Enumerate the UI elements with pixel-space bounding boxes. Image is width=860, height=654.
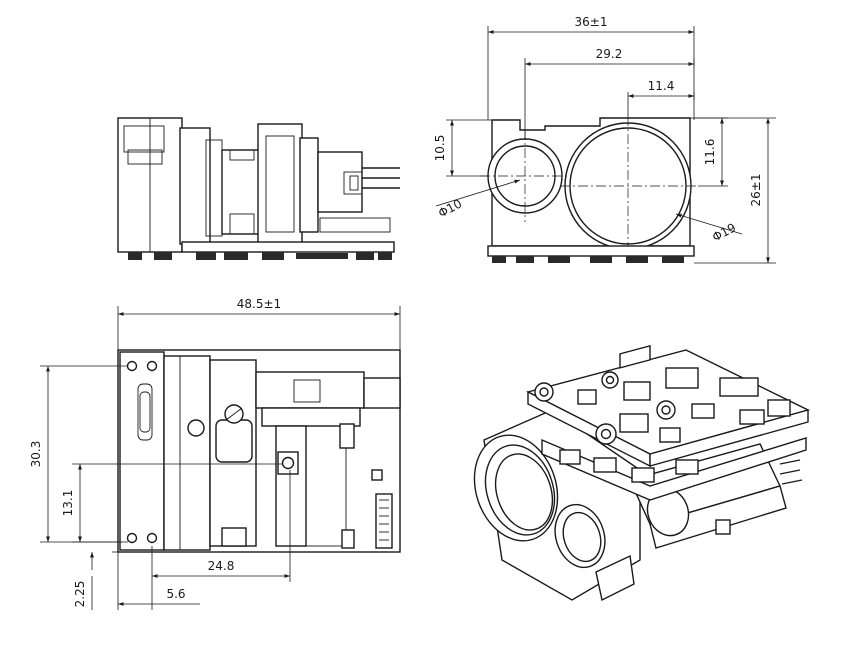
front-pcb [487, 245, 695, 257]
side-tube [179, 127, 211, 245]
top-view [40, 306, 401, 610]
dim-mount-hole-bottom: 2.25 [73, 581, 87, 608]
dim-lens-small-height: 10.5 [433, 135, 447, 162]
isometric-view [473, 344, 810, 602]
dim-mount-hole-offset-v: 13.1 [61, 490, 75, 517]
dim-lens-small-diameter: Φ10 [436, 196, 464, 220]
top-connector [221, 527, 247, 547]
side-bracket [257, 123, 303, 245]
front-view [435, 26, 776, 264]
dim-mount-hole-offset-h: 24.8 [208, 559, 235, 573]
dim-width-total: 36±1 [575, 15, 608, 29]
dim-lens-spacing-outer: 29.2 [596, 47, 623, 61]
dim-lens-large-offset: 11.4 [648, 79, 675, 93]
dim-mount-hole-left: 5.6 [166, 587, 185, 601]
top-housing-left [119, 351, 165, 551]
side-view [117, 117, 400, 260]
top-pin-header [375, 493, 393, 549]
dim-lens-large-height: 11.6 [703, 139, 717, 166]
dim-length-total: 48.5±1 [237, 297, 281, 311]
side-laser-module [317, 151, 363, 213]
side-pcb [181, 241, 395, 253]
dim-mount-hole-spacing-v: 30.3 [29, 441, 43, 468]
top-bracket [275, 425, 307, 547]
mount-hole [126, 532, 138, 544]
dim-height-total: 26±1 [749, 174, 763, 207]
dim-lens-large-diameter: Φ19 [710, 220, 738, 244]
